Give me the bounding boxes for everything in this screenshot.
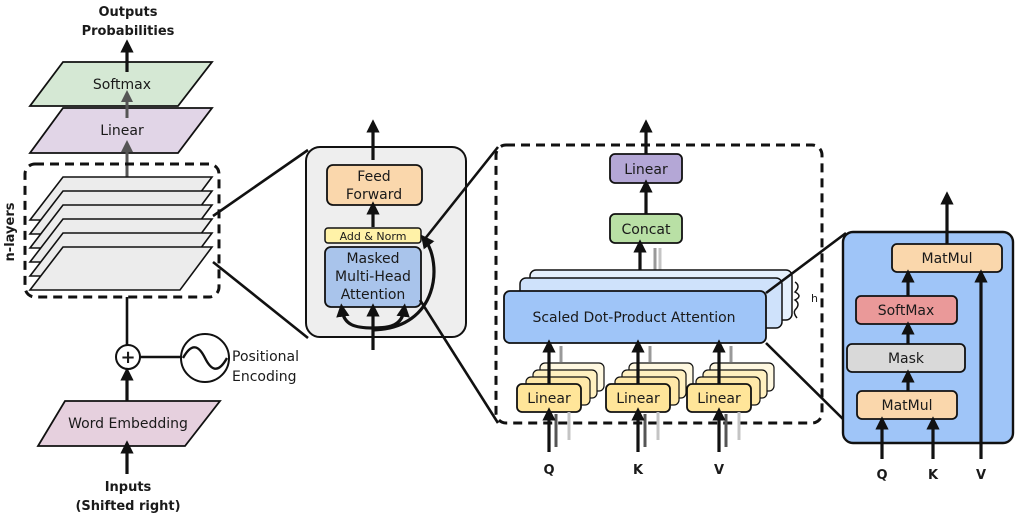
word-embedding-label: Word Embedding [68,416,188,432]
n-layers-box [23,162,221,299]
sdpa-q-label: Q [876,468,887,483]
zoom-connector-top [212,148,309,218]
zoom-connector-mh-bottom [418,299,500,424]
zoom-connector-sdpa-bottom [765,342,847,423]
sdpa-detail-panel: MatMul SoftMax Mask MatMul Q K V [841,191,1015,483]
sdpa-v-label: V [976,468,986,483]
matmul-bottom-block [856,390,958,420]
multi-head-attention-panel: Linear Concat Scaled Dot-Product Attenti… [494,119,824,478]
matmul-bottom-label: MatMul [882,398,933,414]
heads-brace [793,281,800,319]
word-embedding-layer [36,400,222,447]
attention-input-left-arrow [336,303,374,330]
linear-v-label: Linear [697,391,741,407]
q-label: Q [543,463,554,478]
sdpa-k-label: K [928,468,939,483]
softmax-layer [28,61,214,107]
zoom-connector-sdpa-top [765,231,847,295]
zoom-connector-bottom [212,260,309,340]
decoder-layer-planes [28,176,214,291]
k-label: K [633,463,644,478]
heads-label: h [811,292,818,305]
zoom-connector-mh-top [422,146,500,241]
linear-q-group: Linear Q [516,339,605,478]
probabilities-label: Probabilities [82,24,175,39]
mask-label: Mask [888,351,925,367]
concat-label: Concat [622,222,671,238]
inputs-label: Inputs [105,480,152,495]
feed-forward-line2: Forward [346,187,402,203]
sdpa-label: Scaled Dot-Product Attention [532,310,735,326]
decoder-stack: Outputs Probabilities Softmax Linear n-l… [3,5,299,514]
linear-q-label: Linear [527,391,571,407]
v-label: V [714,463,724,478]
softmax-label: SoftMax [878,303,935,319]
encoding-label: Encoding [232,369,297,385]
linear-label: Linear [100,123,144,139]
attention-label: Attention [341,287,406,303]
matmul-top-label: MatMul [922,251,973,267]
attention-input-right-arrow [372,303,410,330]
add-norm-label: Add & Norm [340,230,407,243]
linear-out-label: Linear [624,162,668,178]
shifted-right-label: (Shifted right) [75,499,180,514]
multi-head-label: Multi-Head [335,269,411,285]
multi-head-dashed-box [494,143,824,425]
outputs-label: Outputs [98,5,157,20]
linear-v-group: Linear V [686,339,775,478]
positional-label: Positional [232,349,299,365]
residual-arrow [372,234,436,332]
masked-label: Masked [346,251,399,267]
feed-forward-line1: Feed [357,169,390,185]
linear-layer [28,107,214,154]
linear-k-group: Linear K [605,339,694,478]
sine-curve [181,346,229,370]
matmul-top-block [891,243,1003,273]
linear-k-label: Linear [616,391,660,407]
decoder-layer-panel: Feed Forward Add & Norm Masked Multi-Hea… [305,119,467,350]
softmax-label: Softmax [93,77,151,93]
plus-symbol: + [120,347,135,368]
n-layers-label: n-layers [3,202,18,261]
